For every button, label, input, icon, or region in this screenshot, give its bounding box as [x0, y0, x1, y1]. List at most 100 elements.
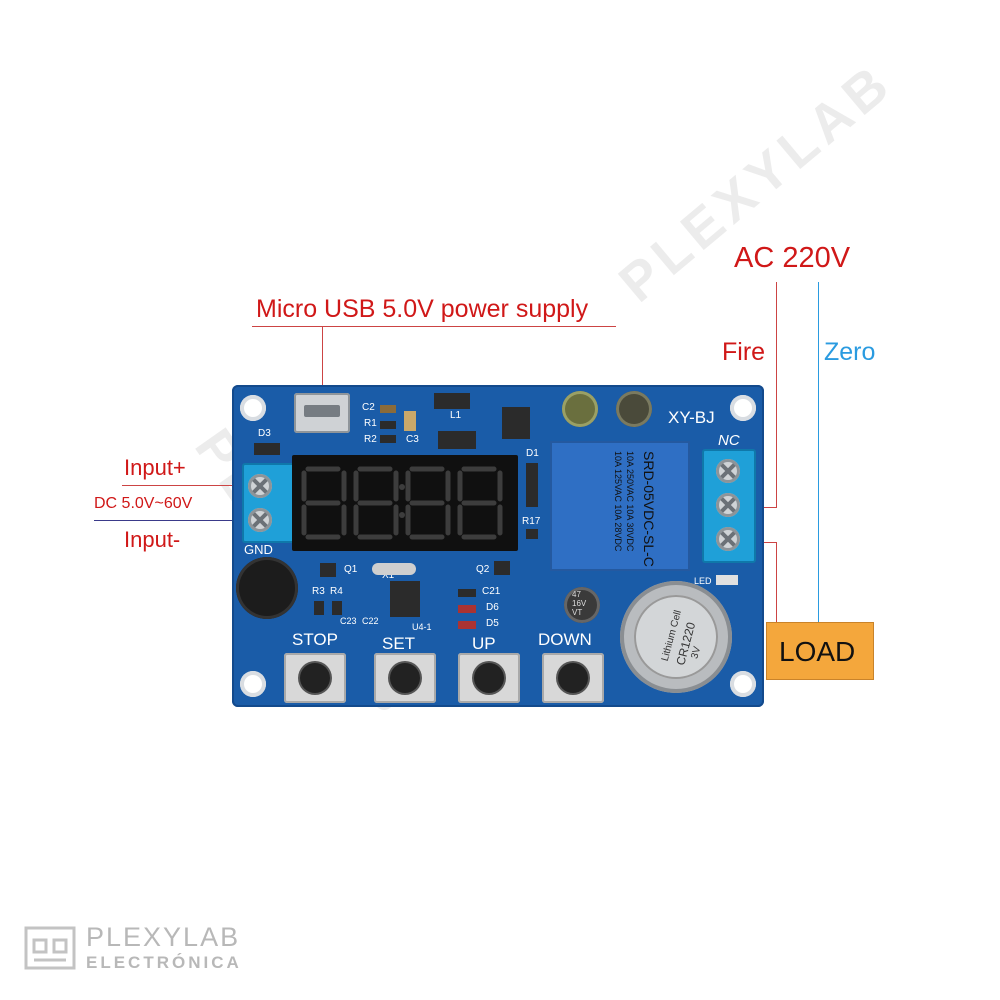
smd-component: [314, 601, 324, 615]
smd-component: [458, 589, 476, 597]
input-plus-screw: [248, 474, 272, 498]
dc-range-label: DC 5.0V~60V: [94, 495, 193, 512]
silk-c3: C3: [406, 434, 419, 445]
mounting-hole: [240, 395, 266, 421]
electrolytic-capacitor: [562, 391, 598, 427]
smd-component: [526, 529, 538, 539]
silk-r4: R4: [330, 586, 343, 597]
gnd-label: GND: [244, 542, 273, 557]
button-cap: [558, 663, 588, 693]
smd-component: [380, 435, 396, 443]
mounting-hole: [730, 671, 756, 697]
silk-d5: D5: [486, 618, 499, 629]
logo-brand: PLEXYLAB: [86, 922, 241, 952]
logo-subtitle: ELECTRÓNICA: [86, 953, 242, 972]
smd-diode: [438, 431, 476, 449]
silk-d1: D1: [526, 448, 539, 459]
transistor: [320, 563, 336, 577]
ic-chip: [502, 407, 530, 439]
terminal-screw: [716, 459, 740, 483]
silk-r17: R17: [522, 516, 541, 527]
silk-u4: U4-1: [412, 622, 432, 632]
up-label: UP: [472, 634, 496, 653]
coin-cell-holder: Lithium Cell CR1220 3V: [620, 581, 732, 693]
terminal-screw: [716, 493, 740, 517]
relay-rating: 10A 125VAC 10A 28VDC: [613, 451, 623, 552]
silk-c21: C21: [482, 586, 501, 597]
smd-component: [404, 411, 416, 431]
silk-c23: C23: [340, 616, 357, 626]
smd-component: [332, 601, 342, 615]
transistor: [494, 561, 510, 575]
load-label: LOAD: [779, 636, 856, 667]
capacitor-marking: 47 16V VT: [572, 590, 587, 617]
input-plus-label: Input+: [124, 455, 186, 480]
nc-label: NC: [718, 432, 740, 449]
stop-label: STOP: [292, 630, 338, 649]
seven-segment-display: [292, 455, 518, 551]
mounting-hole: [240, 671, 266, 697]
silk-l1: L1: [450, 410, 462, 421]
smd-diode: [458, 605, 476, 613]
usb-supply-label: Micro USB 5.0V power supply: [256, 295, 589, 323]
smd-component: [380, 421, 396, 429]
relay-rating: 10A 250VAC 10A 30VDC: [625, 451, 635, 552]
silk-q2: Q2: [476, 564, 490, 575]
input-terminal-block: [242, 463, 298, 543]
smd-diode: [526, 463, 538, 507]
zero-wire: [818, 282, 819, 622]
set-label: SET: [382, 634, 416, 653]
display-digits: [301, 466, 503, 540]
silk-q1: Q1: [344, 564, 358, 575]
input-minus-screw: [248, 508, 272, 532]
smd-diode: [458, 621, 476, 629]
button-cap: [390, 663, 420, 693]
micro-usb-port: [294, 393, 350, 433]
ac-voltage-label: AC 220V: [734, 242, 851, 274]
fire-label: Fire: [722, 338, 766, 366]
battery-voltage: 3V: [689, 645, 704, 661]
input-minus-label: Input-: [124, 527, 181, 552]
silk-d3: D3: [258, 428, 271, 439]
silk-r2: R2: [364, 434, 377, 445]
silk-d6: D6: [486, 602, 499, 613]
mounting-hole: [730, 395, 756, 421]
led-label: LED: [694, 576, 712, 586]
zero-label: Zero: [824, 338, 876, 366]
stop-button[interactable]: [284, 653, 346, 703]
usb-leader-line: [322, 326, 323, 406]
silk-c2: C2: [362, 402, 375, 413]
input-plus-wire: [122, 485, 272, 486]
relay-text: SRD-05VDC-SL-C 10A 250VAC 10A 30VDC 10A …: [532, 451, 657, 567]
fire-wire: [776, 282, 777, 508]
logo-icon: [24, 926, 76, 970]
ic-chip: [390, 581, 420, 617]
timer-relay-board: C2 R1 R2 C3 L1 XY-BJ D3 GND: [232, 385, 764, 707]
usb-label-underline: [252, 326, 616, 327]
electrolytic-capacitor: [616, 391, 652, 427]
set-button[interactable]: [374, 653, 436, 703]
crystal-oscillator: [372, 563, 416, 575]
button-cap: [474, 663, 504, 693]
up-button[interactable]: [458, 653, 520, 703]
led-component: [716, 575, 738, 585]
buzzer: [236, 557, 298, 619]
silk-r1: R1: [364, 418, 377, 429]
smd-diode: [254, 443, 280, 455]
terminal-screw: [716, 527, 740, 551]
coin-cell-battery: Lithium Cell CR1220 3V: [634, 595, 718, 679]
load-wire-drop: [776, 542, 777, 622]
smd-diode: [434, 393, 470, 409]
relay-model: SRD-05VDC-SL-C: [641, 451, 657, 567]
button-cap: [300, 663, 330, 693]
load-box: LOAD: [766, 622, 874, 680]
electrolytic-capacitor: 47 16V VT: [564, 587, 600, 623]
down-button[interactable]: [542, 653, 604, 703]
relay: SRD-05VDC-SL-C 10A 250VAC 10A 30VDC 10A …: [550, 441, 690, 571]
plexylab-logo: PLEXYLAB ELECTRÓNICA: [24, 920, 264, 976]
silk-c22: C22: [362, 616, 379, 626]
down-label: DOWN: [538, 630, 592, 649]
silk-x1: X1: [382, 570, 395, 581]
model-label: XY-BJ: [668, 408, 715, 427]
output-terminal-block: [702, 449, 756, 563]
